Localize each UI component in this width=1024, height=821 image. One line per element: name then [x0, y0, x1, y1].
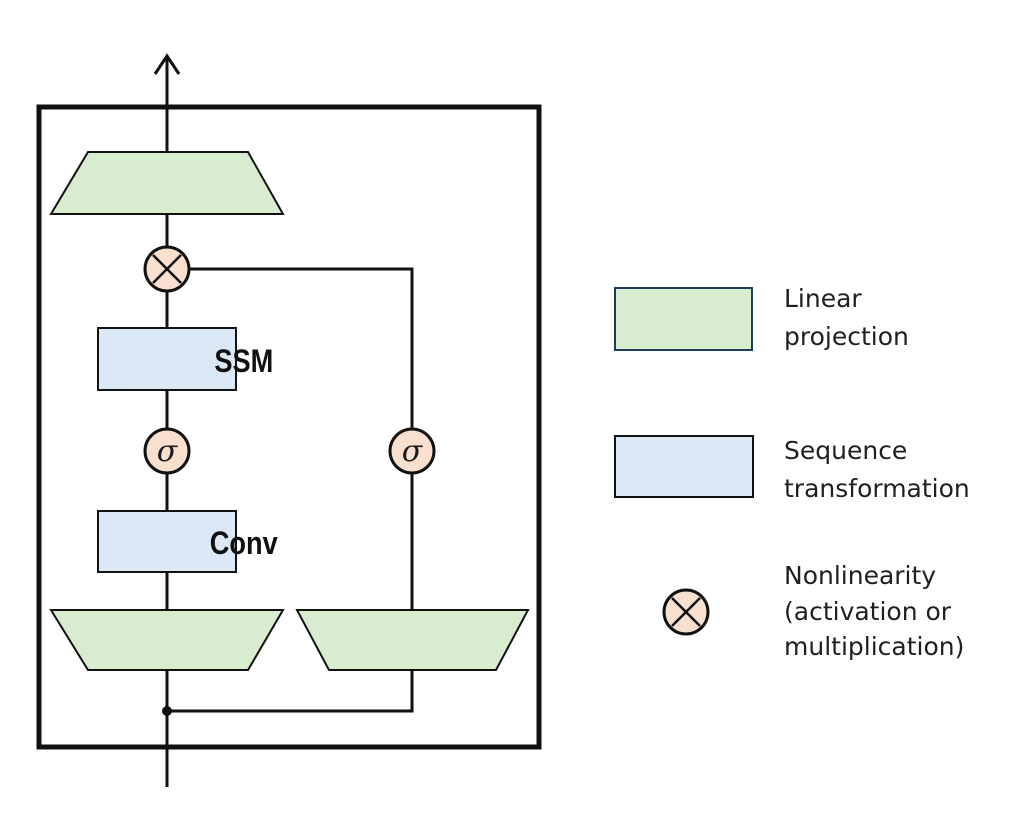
legend: Linear projection Sequence transformatio…: [614, 284, 970, 661]
legend-linear-projection-label: Linear projection: [784, 284, 909, 351]
conv-block: [97, 510, 237, 573]
sigma-label-main: σ: [157, 434, 179, 469]
ssm-block: [97, 327, 237, 391]
legend-nonlinearity-symbol: [662, 588, 710, 636]
gate-branch-line: [167, 267, 414, 713]
legend-sequence-transformation-swatch: [614, 435, 754, 498]
block-border: [36, 104, 542, 750]
legend-sequence-transformation-label: Sequence transformation: [784, 436, 970, 503]
legend-linear-projection-swatch: [614, 287, 753, 351]
output-arrow-head: [153, 53, 181, 75]
output-linear-projection: [49, 151, 285, 215]
multiply-node: [143, 245, 191, 293]
ssm-label: SSM: [214, 344, 273, 380]
conv-label: Conv: [210, 526, 278, 562]
sigma-node-gate: σ: [388, 427, 436, 475]
sigma-label-gate: σ: [402, 434, 424, 469]
legend-nonlinearity-label: Nonlinearity (activation or multiplicati…: [784, 561, 964, 661]
input-split-junction: [162, 706, 172, 716]
input-linear-projection-gate: [295, 609, 530, 671]
input-linear-projection-main: [49, 609, 285, 671]
sigma-node-main: σ: [143, 427, 191, 475]
